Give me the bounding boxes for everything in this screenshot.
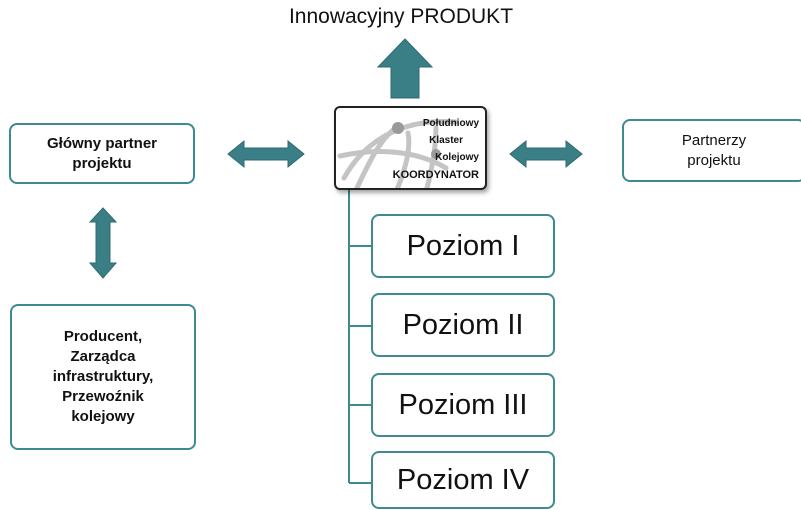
operators-box: Producent, Zarządca infrastruktury, Prze… [10, 304, 196, 450]
level-tree-connector [348, 190, 371, 484]
right-double-arrow [509, 139, 583, 169]
level-3-box: Poziom III [371, 373, 555, 437]
level-1-box: Poziom I [371, 214, 555, 278]
product-title: Innowacyjny PRODUKT [288, 5, 514, 28]
coordinator-line-3: Kolejowy [435, 152, 479, 163]
coordinator-line-1: Południowy [422, 118, 479, 129]
coordinator-line-4: KOORDYNATOR [392, 169, 479, 181]
vertical-double-arrow [88, 207, 118, 279]
up-arrow [376, 38, 434, 99]
coordinator-line-2: Klaster [429, 135, 463, 146]
globe-network-icon [337, 118, 459, 188]
partners-box: Partnerzy projektu [622, 119, 801, 182]
left-double-arrow [227, 139, 305, 169]
level-2-box: Poziom II [371, 293, 555, 357]
main-partner-box: Główny partner projektu [9, 123, 195, 184]
level-4-box: Poziom IV [371, 451, 555, 509]
coordinator-box: Południowy Klaster Kolejowy KOORDYNATOR [334, 106, 487, 190]
